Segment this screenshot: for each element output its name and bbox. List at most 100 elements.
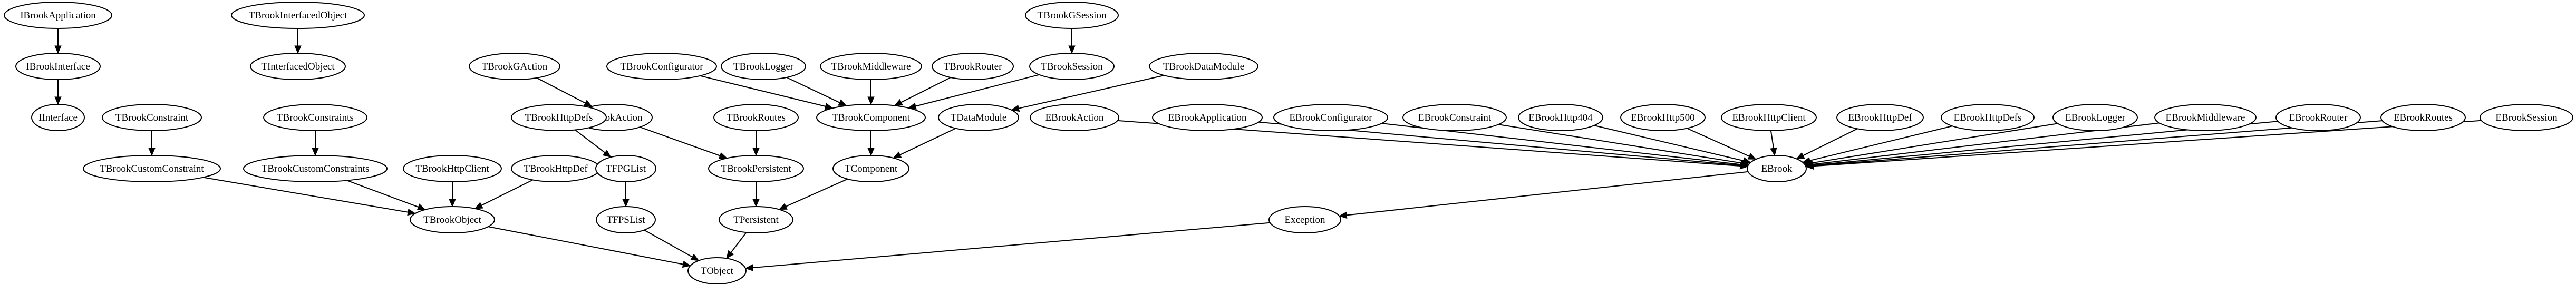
- edge-TBrookInterfacedObject-to-TInterfacedObject: [294, 28, 302, 54]
- node-ellipse: [596, 206, 656, 233]
- edge-EBrookConstraint-to-EBrook: [1498, 124, 1750, 167]
- arrowhead-icon: [1338, 211, 1348, 219]
- arrowhead-icon: [726, 250, 734, 259]
- node-IBrookInterface: IBrookInterface: [15, 53, 101, 80]
- node-ellipse: [1273, 104, 1388, 131]
- node-label: TBrookRoutes: [727, 112, 786, 123]
- node-EBrookApplication: EBrookApplication: [1152, 104, 1263, 131]
- edge-TBrookHttpDefs-to-TFPGList: [575, 129, 612, 158]
- arrowhead-icon: [893, 151, 902, 159]
- node-label: EBrookAction: [1045, 112, 1104, 123]
- node-label: TBrookDataModule: [1163, 61, 1244, 72]
- edge-Exception-to-TObject: [744, 222, 1270, 271]
- arrowhead-icon: [602, 150, 612, 158]
- arrowhead-icon: [407, 208, 416, 216]
- edge-EBrookHttpClient-to-EBrook: [1770, 130, 1777, 156]
- node-Exception: Exception: [1268, 206, 1341, 233]
- arrowhead-icon: [1068, 45, 1076, 54]
- arrowhead-icon: [54, 45, 62, 54]
- node-label: EBrookRoutes: [2394, 112, 2453, 123]
- node-EBrookHttp500: EBrookHttp500: [1620, 104, 1706, 131]
- edge-line: [786, 76, 840, 103]
- node-TBrookGSession: TBrookGSession: [1025, 2, 1119, 29]
- edge-line: [730, 232, 747, 253]
- edge-line: [481, 179, 534, 206]
- node-label: EBrookSession: [2495, 112, 2558, 123]
- node-ellipse: [263, 104, 367, 131]
- node-label: TBrookLogger: [733, 61, 794, 72]
- node-EBrook: EBrook: [1747, 155, 1807, 182]
- edge-line: [899, 128, 956, 155]
- node-ellipse: [1941, 104, 2035, 131]
- arrowhead-icon: [1796, 152, 1805, 159]
- arrowhead-icon: [1770, 147, 1777, 156]
- node-label: TBrookRouter: [944, 61, 1002, 72]
- node-ellipse: [1402, 104, 1507, 131]
- edge-line: [203, 177, 409, 213]
- node-label: TPersistent: [733, 214, 779, 226]
- node-ellipse: [1025, 2, 1119, 29]
- node-EBrookHttpClient: EBrookHttpClient: [1721, 104, 1817, 131]
- arrowhead-icon: [682, 260, 691, 268]
- node-TFPGList: TFPGList: [595, 155, 656, 182]
- node-label: TFPGList: [606, 163, 646, 174]
- arrowhead-icon: [312, 148, 319, 156]
- node-TFPSList: TFPSList: [596, 206, 656, 233]
- node-TBrookGAction: TBrookGAction: [469, 53, 560, 80]
- node-ellipse: [2480, 104, 2573, 131]
- edge-EBrookHttp500-to-EBrook: [1687, 128, 1757, 160]
- arrowhead-icon: [474, 202, 483, 209]
- edge-TBrookCustomConstraints-to-TBrookObject: [346, 180, 426, 211]
- node-EBrookRouter: EBrookRouter: [2275, 104, 2361, 131]
- node-ellipse: [511, 104, 607, 131]
- edge-line: [575, 129, 606, 153]
- arrowhead-icon: [583, 100, 593, 107]
- node-ellipse: [83, 155, 221, 182]
- edge-line: [488, 226, 683, 265]
- node-ellipse: [4, 2, 112, 29]
- node-TBrookHttpClient: TBrookHttpClient: [403, 155, 502, 182]
- node-ellipse: [469, 53, 560, 80]
- node-ellipse: [1030, 104, 1119, 131]
- node-label: TObject: [701, 266, 734, 277]
- node-ellipse: [2154, 104, 2257, 131]
- node-TComponent: TComponent: [832, 155, 909, 182]
- edge-line: [1687, 128, 1750, 157]
- node-ellipse: [1836, 104, 1924, 131]
- node-EBrookConfigurator: EBrookConfigurator: [1273, 104, 1388, 131]
- node-label: TBrookGAction: [482, 61, 548, 72]
- node-label: IInterface: [38, 112, 78, 123]
- node-ellipse: [2052, 104, 2138, 131]
- node-ellipse: [1518, 104, 1603, 131]
- node-EBrookAction: EBrookAction: [1030, 104, 1119, 131]
- node-TDataModule: TDataModule: [938, 104, 1019, 131]
- node-TBrookRoutes: TBrookRoutes: [713, 104, 799, 131]
- edge-TBrookAction-to-TBrookPersistent: [640, 126, 728, 159]
- arrowhead-icon: [54, 96, 62, 105]
- node-ellipse: [2380, 104, 2466, 131]
- edge-EBrookHttpDef-to-EBrook: [1796, 128, 1858, 159]
- node-ellipse: [250, 53, 346, 80]
- edge-TBrookDataModule-to-TDataModule: [1011, 75, 1165, 112]
- edge-TBrookRouter-to-TBrookComponent: [894, 77, 951, 106]
- node-label: IBrookInterface: [26, 61, 90, 72]
- arrowhead-icon: [718, 152, 728, 159]
- edge-TBrookGAction-to-TBrookAction: [536, 77, 593, 107]
- edge-TBrookConfigurator-to-TBrookComponent: [700, 75, 834, 110]
- node-label: TBrookObject: [423, 214, 481, 226]
- node-label: IBrookApplication: [20, 10, 96, 21]
- edge-line: [1770, 130, 1774, 149]
- node-EBrookHttp404: EBrookHttp404: [1518, 104, 1603, 131]
- arrowhead-icon: [867, 96, 875, 105]
- node-label: TBrookMiddleware: [831, 61, 911, 72]
- arrowhead-icon: [778, 203, 788, 210]
- node-ellipse: [410, 206, 495, 233]
- node-ellipse: [606, 53, 717, 80]
- edge-line: [644, 229, 693, 258]
- edge-TBrookPersistent-to-TPersistent: [752, 182, 760, 208]
- node-TBrookMiddleware: TBrookMiddleware: [820, 53, 922, 80]
- edge-TBrookHttpClient-to-TBrookObject: [449, 182, 456, 208]
- edge-line: [900, 77, 951, 103]
- node-TBrookObject: TBrookObject: [410, 206, 495, 233]
